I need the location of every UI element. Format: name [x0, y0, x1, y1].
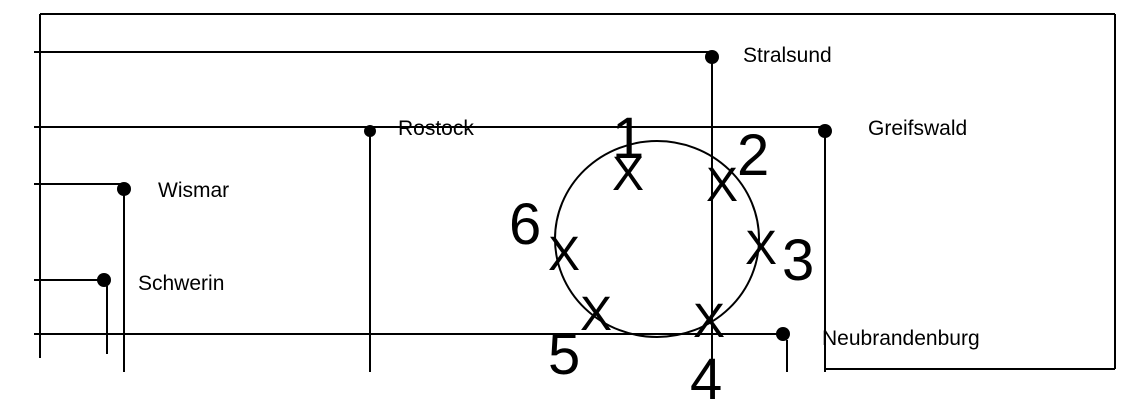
label-schwerin: Schwerin [138, 272, 224, 295]
frame [39, 13, 1116, 370]
point-number-2: 2 [737, 123, 769, 188]
label-greifswald: Greifswald [868, 117, 967, 140]
x-marks: X X X X X X [548, 148, 777, 348]
horizontal-routes [34, 51, 825, 335]
x-mark-6: X [548, 228, 580, 281]
dot-wismar [117, 182, 131, 196]
label-wismar: Wismar [158, 179, 229, 202]
x-mark-1: X [612, 148, 644, 201]
point-number-4: 4 [690, 347, 722, 407]
point-number-6: 6 [509, 192, 541, 257]
point-number-1: 1 [612, 106, 644, 171]
x-mark-3: X [745, 222, 777, 275]
city-labels: Stralsund Rostock Greifswald Wismar Schw… [138, 44, 980, 350]
point-numbers: 1 2 3 4 5 6 [509, 106, 814, 407]
x-mark-4: X [693, 295, 725, 348]
x-mark-5: X [580, 288, 612, 341]
point-number-5: 5 [548, 322, 580, 387]
dot-greifswald [818, 124, 832, 138]
point-number-3: 3 [782, 228, 814, 293]
x-mark-2: X [706, 159, 738, 212]
dot-stralsund [705, 50, 719, 64]
dot-rostock [364, 125, 376, 137]
city-dots [97, 50, 832, 341]
label-rostock: Rostock [398, 117, 474, 140]
candidate-circle [554, 140, 760, 338]
dot-schwerin [97, 273, 111, 287]
label-neubrandenburg: Neubrandenburg [822, 327, 980, 350]
vertical-routes [106, 57, 826, 372]
dot-neubrandenburg [776, 327, 790, 341]
label-stralsund: Stralsund [743, 44, 832, 67]
